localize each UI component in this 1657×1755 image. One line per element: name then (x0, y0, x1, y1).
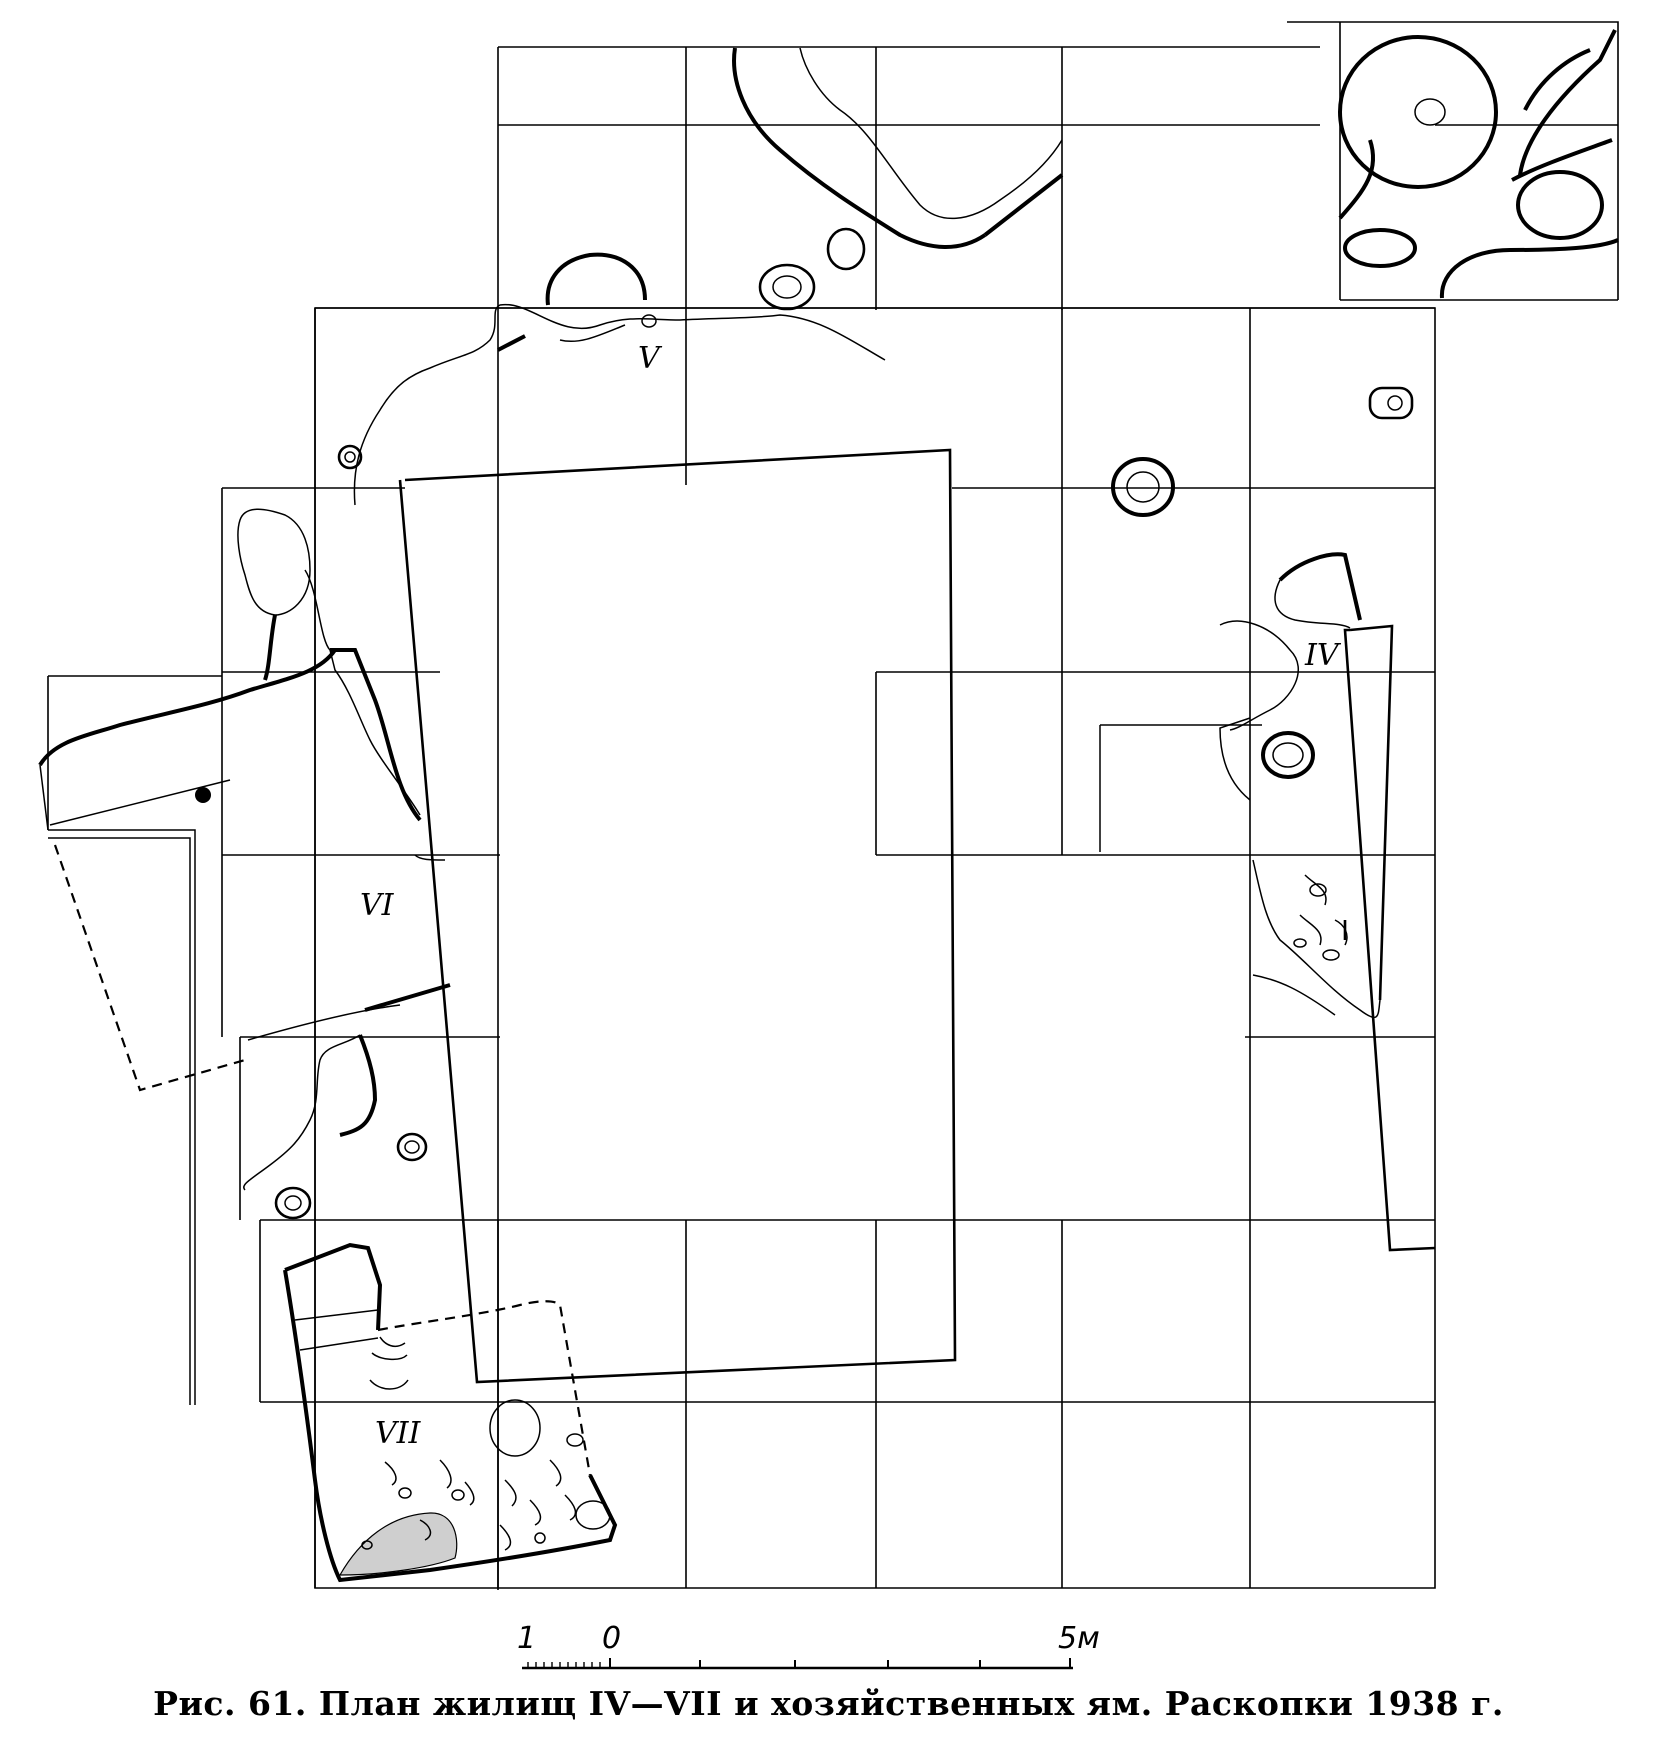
isolated-pits (195, 386, 1414, 1220)
scale-label-1: 1 (517, 1621, 536, 1656)
dwelling-v (337, 47, 1064, 506)
dwelling-vii (283, 1242, 618, 1583)
figure-caption: Рис. 61. План жилищ IV—VII и хозяйственн… (153, 1684, 1504, 1723)
label-dwelling-vii: VII (375, 1416, 422, 1451)
label-dwelling-v: V (638, 341, 663, 376)
excavation-grid (47, 21, 1619, 1590)
dwelling-iv (1219, 552, 1436, 1252)
label-dwelling-iv: IV (1304, 638, 1342, 673)
scale-label-0: 0 (602, 1621, 621, 1656)
dwelling-vi (38, 508, 451, 1405)
top-right-pits (1338, 29, 1619, 299)
dwelling-labels: V IV VI VII (360, 341, 1342, 1451)
scale-bar: 1 0 5м (517, 1621, 1100, 1670)
scale-label-5m: 5м (1058, 1621, 1100, 1656)
central-dwelling-outline (398, 448, 1262, 1384)
label-dwelling-vi: VI (360, 888, 395, 923)
